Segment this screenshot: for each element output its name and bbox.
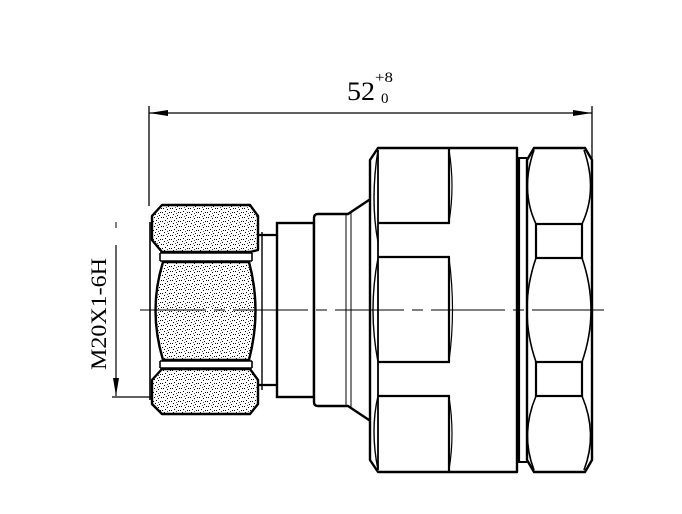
overall-length-tol-upper: +8 xyxy=(375,70,393,86)
nut-middle-flat xyxy=(154,260,257,362)
left-hex-nut xyxy=(149,203,263,416)
overall-length-tol-lower: 0 xyxy=(381,91,389,107)
nut-bottom-flat xyxy=(150,367,260,416)
body-left-arc xyxy=(373,149,379,243)
right-nut-band xyxy=(534,222,584,260)
arrowhead-right-icon xyxy=(573,110,592,116)
body-flat-arc xyxy=(448,396,453,471)
thread-label: M20X1-6H xyxy=(86,258,111,370)
thread-dimension: M20X1-6H xyxy=(86,222,152,398)
right-nut-arc xyxy=(526,149,537,225)
thread-arrowhead-icon xyxy=(113,378,119,396)
nut-top-flat xyxy=(150,203,260,254)
overall-length-dimension: 52 +8 0 xyxy=(148,70,593,206)
right-nut-band xyxy=(534,360,584,398)
right-nut-arc xyxy=(526,395,537,471)
overall-length-value: 52 xyxy=(347,77,375,106)
right-nut-arc xyxy=(526,257,537,363)
body-flat-arc xyxy=(448,149,453,223)
arrowhead-left-icon xyxy=(149,110,168,116)
right-nut-arc xyxy=(581,149,592,225)
body-left-arc xyxy=(373,395,379,471)
right-nut-arc xyxy=(581,395,592,471)
